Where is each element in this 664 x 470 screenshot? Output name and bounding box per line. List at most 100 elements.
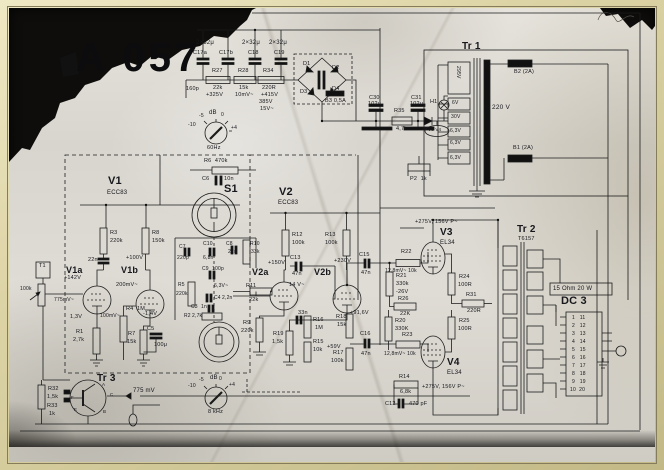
signal-level: 14 V~ bbox=[289, 282, 305, 288]
winding-voltage: 6V bbox=[452, 100, 459, 106]
fuse-ref: B3 0,5A bbox=[325, 98, 346, 104]
signal-level: 775mV~ bbox=[54, 297, 74, 303]
cap-ref: C19 bbox=[274, 50, 285, 56]
cap-value: 1n bbox=[201, 304, 207, 310]
res-ref: R1 bbox=[76, 329, 84, 335]
res-ref: R31 bbox=[466, 292, 477, 298]
res-ref: R34 bbox=[263, 68, 274, 74]
res-value: 1k bbox=[49, 411, 56, 417]
cap-bank-value: 2×32μ bbox=[196, 40, 214, 46]
cap-ref: C8 bbox=[226, 241, 233, 247]
res-ref: R13 bbox=[325, 232, 336, 238]
res-value: 330k bbox=[396, 281, 409, 287]
cap-ref: C10 bbox=[203, 241, 213, 247]
knob-scale: -5 bbox=[199, 113, 204, 119]
node-voltage: +230V bbox=[334, 258, 352, 264]
res-ref: R19 bbox=[273, 331, 284, 337]
res-ref: R5 bbox=[178, 282, 185, 288]
res-value: 12,8mV~ 10k bbox=[385, 268, 417, 274]
knob-scale: 0 bbox=[219, 376, 222, 382]
res-value: 15k bbox=[239, 85, 249, 91]
diode-ref: D1 bbox=[303, 61, 311, 67]
cap-ref: C17b bbox=[219, 50, 233, 56]
diode-ref: D2 bbox=[332, 65, 340, 71]
cap-ref: C17a bbox=[193, 50, 207, 56]
node-voltage: -26V bbox=[396, 289, 409, 295]
cap-bank-value: 2×32μ bbox=[242, 40, 260, 46]
res-ref: R33 bbox=[47, 403, 58, 409]
res-value: 22k bbox=[213, 85, 223, 91]
pin-letter: F bbox=[71, 395, 74, 400]
heater-note: 6,3V~ bbox=[214, 283, 229, 289]
res-value: 100k bbox=[331, 358, 344, 364]
res-ref: R6 470k bbox=[204, 158, 228, 164]
diode-ref: D4 bbox=[332, 86, 340, 92]
cap-value: 220p bbox=[177, 255, 189, 261]
res-ref: R4 bbox=[126, 306, 134, 312]
node-label: 160p bbox=[186, 86, 200, 92]
res-ref: R25 bbox=[459, 318, 470, 324]
res-ref: R12 bbox=[292, 232, 303, 238]
node-voltage: +59V bbox=[327, 344, 341, 350]
res-value: 220k bbox=[241, 328, 254, 334]
pin-letter: E bbox=[74, 407, 78, 412]
knob-scale: 8 kHz bbox=[208, 409, 224, 415]
cap-value: 100μ bbox=[154, 342, 168, 348]
winding-voltage: 6,3V bbox=[450, 128, 462, 134]
tube-type: EL34 bbox=[447, 370, 462, 376]
res-ref: R2 bbox=[184, 313, 191, 319]
res-ref: R17 bbox=[333, 350, 344, 356]
res-value: 150k bbox=[152, 238, 165, 244]
res-value: 4,7k bbox=[396, 126, 408, 132]
connector-pin: 2 12 bbox=[572, 323, 586, 329]
knob-scale: +4 bbox=[231, 125, 238, 131]
pin-letter: C bbox=[110, 392, 114, 397]
cap-ref: C18 bbox=[248, 50, 259, 56]
res-ref: R27 bbox=[212, 68, 223, 74]
pin-letter: B bbox=[103, 409, 107, 414]
cap-value: 47n bbox=[361, 270, 371, 276]
scan-area bbox=[9, 8, 655, 462]
cap-ref: C16 bbox=[360, 331, 371, 337]
res-value: 220R bbox=[262, 85, 276, 91]
node-voltage: 385V bbox=[259, 99, 273, 105]
cap-ref: C12 bbox=[385, 401, 396, 407]
winding-voltage: 6,3V bbox=[450, 155, 462, 161]
paper-bottom-shadow bbox=[9, 430, 655, 447]
cap-ref: C31 bbox=[411, 95, 422, 101]
connector-pin: 3 13 bbox=[572, 331, 586, 337]
connector-pin: 9 19 bbox=[572, 379, 586, 385]
res-value: 15k bbox=[127, 339, 137, 345]
cap-ref: C9 bbox=[202, 266, 209, 272]
tube-ref: V2b bbox=[314, 267, 332, 277]
res-ref: R28 bbox=[238, 68, 249, 74]
pen-squiggle bbox=[597, 12, 635, 22]
res-ref: R21 bbox=[396, 273, 407, 279]
cap-value: 33n bbox=[298, 310, 308, 316]
connector-pin: 10 20 bbox=[570, 387, 586, 393]
connector-pin: 6 16 bbox=[572, 355, 586, 361]
res-ref: R8 bbox=[152, 230, 160, 236]
paper-corner-shadow bbox=[9, 400, 79, 447]
res-value: 15k bbox=[337, 322, 347, 328]
cap-ref: C6 bbox=[202, 176, 210, 182]
output-rating: 15 Ohm 20 W bbox=[553, 286, 593, 292]
tube-ref: V1 bbox=[108, 175, 122, 187]
bottom-section bbox=[37, 378, 300, 427]
transformer-ref: Tr 1 bbox=[462, 41, 481, 52]
signal-level: 100mV~ bbox=[100, 313, 120, 319]
tube-type: ECC83 bbox=[107, 190, 128, 196]
node-voltage: -1,4V bbox=[143, 311, 158, 317]
knob-scale: -10 bbox=[188, 122, 196, 128]
knob-scale: +4 bbox=[229, 382, 236, 388]
connector-pin: 8 18 bbox=[572, 371, 586, 377]
res-value: 2,7k bbox=[192, 313, 203, 319]
knob-scale: 60Hz bbox=[207, 145, 221, 151]
cap-value: 22n bbox=[228, 249, 237, 255]
knob-scale: 0 bbox=[221, 112, 224, 118]
node-voltage: +142V bbox=[64, 275, 82, 281]
winding-voltage: 30V bbox=[451, 114, 461, 120]
